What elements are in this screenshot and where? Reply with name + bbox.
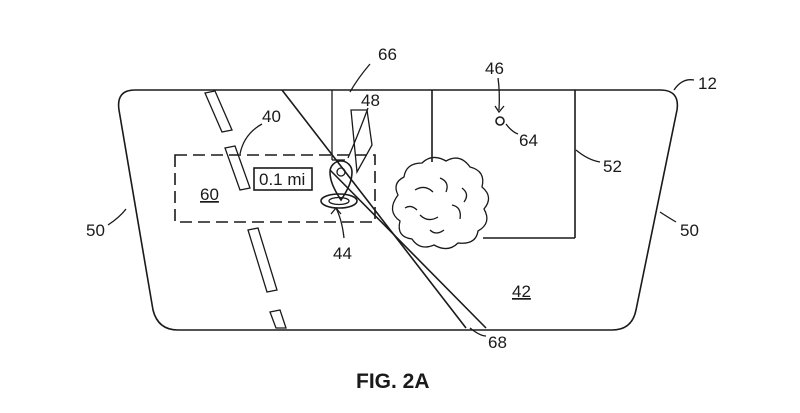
sign-panel (431, 90, 576, 239)
ref-inset-area: 60 (200, 185, 219, 204)
projection-element (331, 90, 373, 175)
display-zone (174, 154, 376, 223)
boundary-line (281, 89, 467, 329)
bush-shape (391, 156, 490, 250)
ref-sign-point: 46 (485, 59, 504, 78)
ref-windshield: 12 (698, 74, 717, 93)
ref-ground-marker: 44 (333, 244, 352, 263)
ref-side-left: 50 (86, 221, 105, 240)
point-marker (495, 116, 505, 126)
figure-caption: FIG. 2A (356, 370, 430, 393)
ref-point-marker: 64 (519, 131, 538, 150)
ref-pin-marker: 48 (361, 91, 380, 110)
ref-road-area: 42 (512, 282, 531, 301)
ref-side-right: 50 (680, 221, 699, 240)
ref-boundary-line: 68 (488, 333, 507, 352)
ref-sign-panel: 52 (603, 157, 622, 176)
map-pin-icon (320, 160, 358, 209)
boundary-line-lower (329, 169, 487, 329)
ref-projection: 66 (378, 45, 397, 64)
bush-texture (404, 177, 468, 234)
lane-markings (204, 90, 287, 329)
leader-lines (107, 63, 695, 337)
distance-readout-box (253, 167, 313, 191)
ref-display-zone: 40 (262, 107, 281, 126)
distance-readout: 0.1 mi (259, 170, 305, 189)
windshield-outline (117, 89, 679, 331)
